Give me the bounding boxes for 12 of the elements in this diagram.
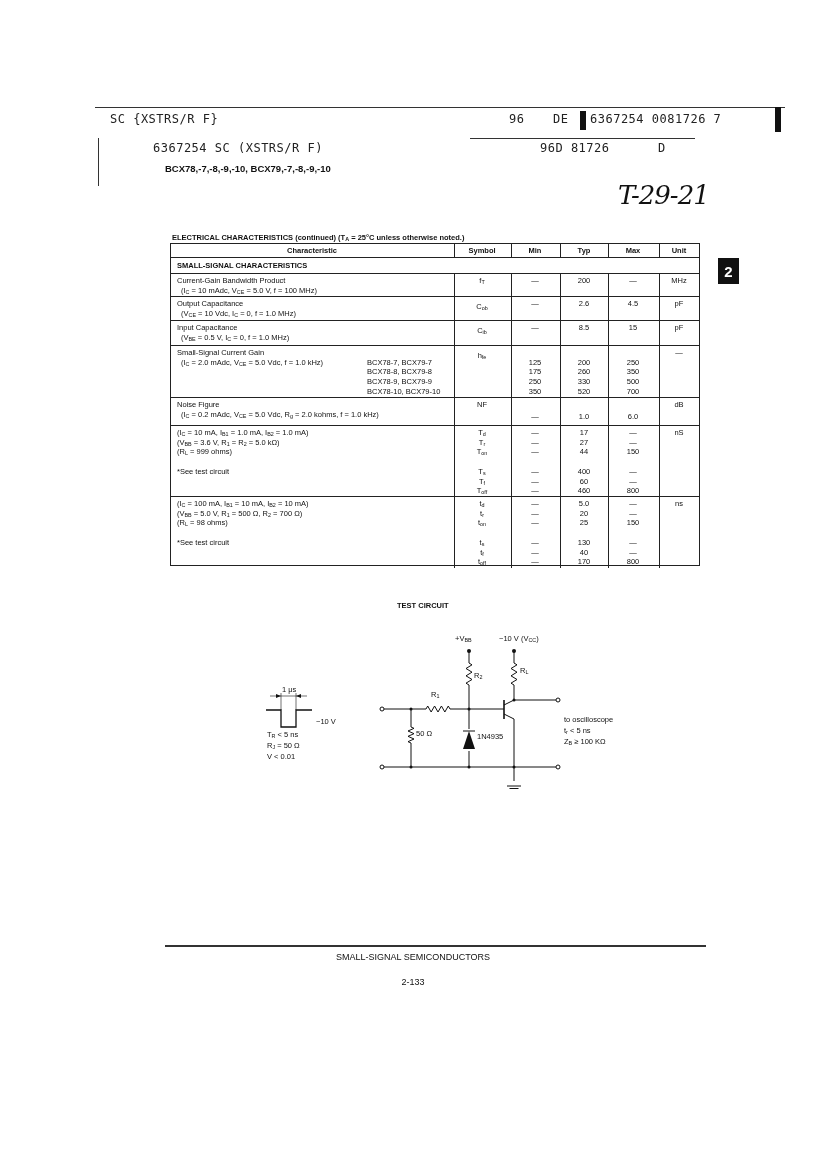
header-text: 6367254 0081726 7 [590,112,722,126]
header-text: 6367254 SC (XSTRS/R F) [153,141,323,155]
footer-text: SMALL-SIGNAL SEMICONDUCTORS [335,952,491,962]
header-text: 96D 81726 [540,141,610,155]
header-text: D [658,141,666,155]
part-number-title: BCX78,-7,-8,-9,-10, BCX79,-7,-8,-9,-10 [165,163,331,174]
page-number: 2-133 [400,977,426,987]
header-text: DE [553,112,569,126]
header-text: 96 [509,112,525,126]
handwritten-note: T-29-21 [618,180,709,210]
header-text: SC {XSTRS/R F} [110,112,219,126]
section-tab: 2 [718,258,739,284]
